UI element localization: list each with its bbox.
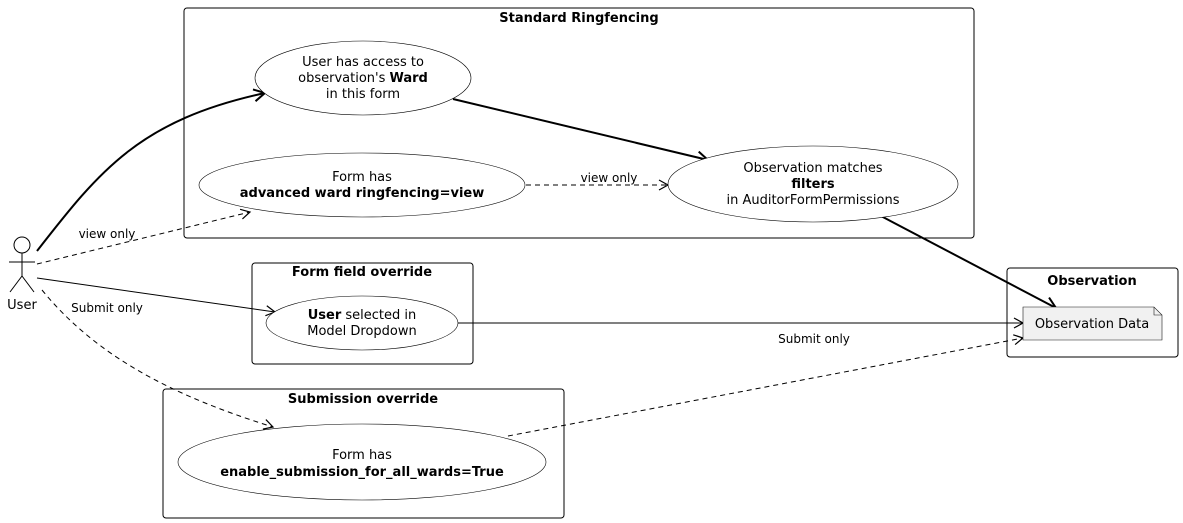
edge-label-view-only: view only <box>581 171 638 185</box>
usecase-line: in AuditorFormPermissions <box>726 193 899 208</box>
usecase-line: User has access to <box>302 55 424 70</box>
package-submission-override: Submission override <box>162 388 565 519</box>
actor-stick-figure-icon <box>9 236 35 293</box>
package-observation: Observation <box>1006 267 1179 358</box>
edge-actor-model-dropdown <box>36 277 277 317</box>
usecase-model-dropdown: User selected in Model Dropdown <box>265 295 459 351</box>
package-title: Observation <box>1047 274 1136 289</box>
usecase-line: Model Dropdown <box>307 324 417 339</box>
usecase-line: observation's Ward <box>298 71 428 86</box>
edge-label-submit-only: Submit only <box>71 301 143 315</box>
note-icon <box>1022 306 1163 341</box>
package-title: Form field override <box>292 265 432 280</box>
usecase-line: Form has <box>332 170 392 185</box>
edge-filters-observation-data <box>880 215 1056 308</box>
usecase-filters-match: Observation matches filters in AuditorFo… <box>667 145 959 223</box>
package-title: Standard Ringfencing <box>499 11 658 26</box>
edge-actor-ward-access <box>36 93 265 252</box>
artifact-observation-data: Observation Data <box>1022 306 1163 341</box>
usecase-enable-submission: Form has enable_submission_for_all_wards… <box>177 423 547 501</box>
package-form-field-override: Form field override <box>251 262 474 365</box>
usecase-line-bold: filters <box>791 177 835 192</box>
edge-actor-enable-submission <box>41 289 275 430</box>
edge-ward-access-filters <box>452 98 708 160</box>
usecase-line: User selected in <box>308 308 417 323</box>
usecase-line-bold: advanced ward ringfencing=view <box>240 186 485 201</box>
usecase-ward-access: User has access to observation's Ward in… <box>254 40 472 116</box>
edges <box>36 93 1056 437</box>
usecase-line: Observation matches <box>743 161 882 176</box>
artifact-label: Observation Data <box>1035 317 1149 332</box>
usecase-line: in this form <box>326 87 400 102</box>
usecase-advanced-ringfencing: Form has advanced ward ringfencing=view <box>198 152 526 218</box>
edge-actor-advanced-ringfencing <box>36 208 252 265</box>
package-title: Submission override <box>288 392 438 407</box>
edge-enable-submission-observation-data <box>507 334 1025 437</box>
actor-user: User <box>7 236 37 313</box>
edge-label-view-only: view only <box>79 227 136 241</box>
package-standard-ringfencing: Standard Ringfencing <box>183 7 975 239</box>
usecase-line-bold: enable_submission_for_all_wards=True <box>220 465 504 480</box>
usecase-line: Form has <box>332 448 392 463</box>
edge-label-submit-only: Submit only <box>778 332 850 346</box>
actor-label: User <box>7 298 37 313</box>
